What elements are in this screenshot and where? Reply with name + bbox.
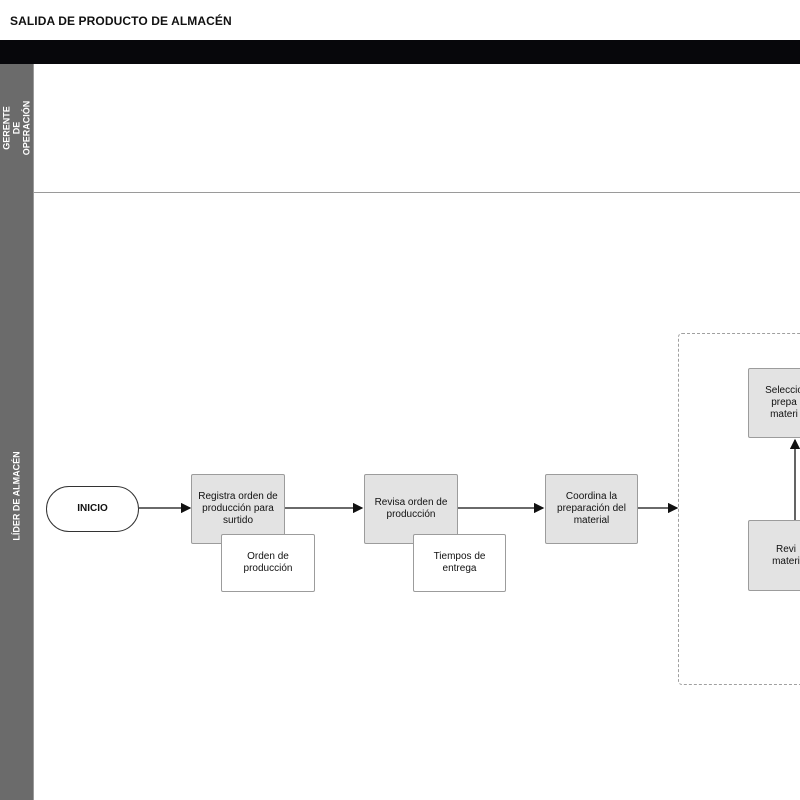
process-revisa-material[interactable]: Revi materi — [748, 520, 800, 591]
lane-header-gerente: GERENTE DE OPERACIÓN — [0, 64, 33, 192]
subprocess-group — [678, 333, 800, 685]
process-coordina-preparacion[interactable]: Coordina la preparación del material — [545, 474, 638, 544]
lane-header-lider: LÍDER DE ALMACÉN — [0, 192, 33, 800]
lane-border — [33, 64, 34, 800]
document-orden-produccion[interactable]: Orden de producción — [221, 534, 315, 592]
document-tiempos-entrega[interactable]: Tiempos de entrega — [413, 534, 506, 592]
process-revisa-orden[interactable]: Revisa orden de producción — [364, 474, 458, 544]
lane-separator — [33, 192, 800, 193]
start-terminal[interactable]: INICIO — [46, 486, 139, 532]
header-bar — [0, 40, 800, 64]
diagram-title: SALIDA DE PRODUCTO DE ALMACÉN — [10, 14, 232, 28]
process-registra-orden[interactable]: Registra orden de producción para surtid… — [191, 474, 285, 544]
process-selecciona-material[interactable]: Seleccio prepa materi — [748, 368, 800, 438]
revisa-material-label: Revi materi — [772, 543, 800, 567]
selecciona-label: Seleccio prepa materi — [765, 385, 800, 420]
